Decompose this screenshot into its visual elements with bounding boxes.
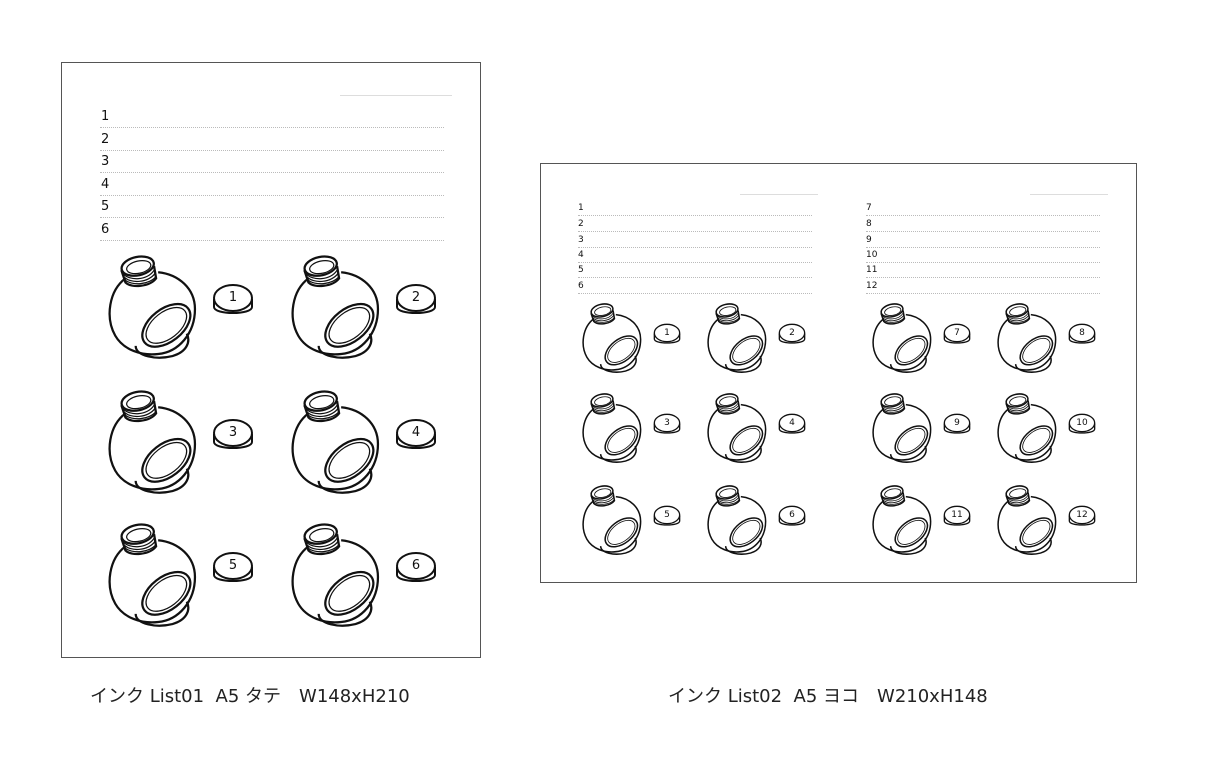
cap-number: 6 (789, 509, 795, 520)
ink-bottle-icon (870, 485, 932, 555)
ink-bottle-icon (995, 485, 1057, 555)
cap-number: 9 (954, 417, 960, 428)
ink-bottle-icon (288, 523, 380, 627)
ink-bottle-icon (105, 255, 197, 359)
cap-number: 2 (411, 290, 421, 306)
list-line (578, 215, 812, 216)
ink-bottle-icon (288, 255, 380, 359)
cap-number: 3 (228, 425, 238, 441)
bottle-cap-label: 8 (1068, 323, 1096, 347)
cap-number: 1 (664, 327, 670, 338)
list-number: 1 (101, 109, 110, 124)
ink-bottle-icon (870, 393, 932, 463)
list-line (100, 217, 444, 218)
cap-number: 7 (954, 327, 960, 338)
cap-number: 5 (664, 509, 670, 520)
cap-number: 12 (1076, 509, 1088, 520)
cap-number: 2 (789, 327, 795, 338)
list-number: 8 (866, 219, 872, 229)
ink-bottle-icon (580, 393, 642, 463)
cap-number: 5 (228, 558, 238, 574)
list-number: 10 (866, 250, 878, 260)
list-line (578, 231, 812, 232)
bottle-cap-label: 6 (778, 505, 806, 529)
title-line (740, 194, 818, 195)
list-line (578, 247, 812, 248)
list-number: 9 (866, 235, 872, 245)
list-number: 2 (578, 219, 584, 229)
list-line (866, 262, 1100, 263)
ink-bottle-icon (705, 303, 767, 373)
cap-number: 6 (411, 558, 421, 574)
list-line (100, 172, 444, 173)
bottle-cap-label: 5 (212, 551, 254, 587)
list-line (578, 293, 812, 294)
list-number: 4 (101, 177, 110, 192)
cap-number: 10 (1076, 417, 1088, 428)
ink-bottle-icon (995, 303, 1057, 373)
ink-bottle-icon (580, 485, 642, 555)
bottle-cap-label: 10 (1068, 413, 1096, 437)
list-line (100, 150, 444, 151)
cap-number: 8 (1079, 327, 1085, 338)
bottle-cap-label: 2 (395, 283, 437, 319)
bottle-cap-label: 1 (212, 283, 254, 319)
list-number: 7 (866, 203, 872, 213)
list-number: 5 (101, 199, 110, 214)
list-number: 5 (578, 265, 584, 275)
list-line (578, 262, 812, 263)
bottle-cap-label: 4 (395, 418, 437, 454)
bottle-cap-label: 7 (943, 323, 971, 347)
cap-number: 4 (411, 425, 421, 441)
cap-number: 1 (228, 290, 238, 306)
bottle-cap-label: 12 (1068, 505, 1096, 529)
ink-bottle-icon (288, 390, 380, 494)
title-line (340, 95, 452, 96)
list-line (578, 277, 812, 278)
ink-bottle-icon (105, 390, 197, 494)
list-number: 3 (101, 154, 110, 169)
ink-bottle-icon (580, 303, 642, 373)
bottle-cap-label: 3 (212, 418, 254, 454)
list-number: 4 (578, 250, 584, 260)
bottle-cap-label: 1 (653, 323, 681, 347)
list-number: 6 (101, 222, 110, 237)
caption-list02: インク List02 A5 ヨコ W210xH148 (668, 686, 988, 707)
cap-number: 4 (789, 417, 795, 428)
list-number: 12 (866, 281, 878, 291)
caption-list01: インク List01 A5 タテ W148xH210 (90, 686, 410, 707)
list-line (100, 240, 444, 241)
ink-bottle-icon (105, 523, 197, 627)
title-line (1030, 194, 1108, 195)
list-line (100, 127, 444, 128)
bottle-cap-label: 9 (943, 413, 971, 437)
list-number: 3 (578, 235, 584, 245)
list-number: 11 (866, 265, 878, 275)
bottle-cap-label: 4 (778, 413, 806, 437)
bottle-cap-label: 5 (653, 505, 681, 529)
ink-bottle-icon (705, 485, 767, 555)
bottle-cap-label: 2 (778, 323, 806, 347)
list-line (866, 293, 1100, 294)
cap-number: 11 (951, 509, 963, 520)
bottle-cap-label: 11 (943, 505, 971, 529)
list-line (866, 277, 1100, 278)
ink-bottle-icon (705, 393, 767, 463)
bottle-cap-label: 6 (395, 551, 437, 587)
list-line (866, 215, 1100, 216)
cap-number: 3 (664, 417, 670, 428)
list-line (100, 195, 444, 196)
list-number: 1 (578, 203, 584, 213)
list-number: 2 (101, 132, 110, 147)
bottle-cap-label: 3 (653, 413, 681, 437)
list-line (866, 231, 1100, 232)
ink-bottle-icon (995, 393, 1057, 463)
list-number: 6 (578, 281, 584, 291)
ink-bottle-icon (870, 303, 932, 373)
list-line (866, 247, 1100, 248)
